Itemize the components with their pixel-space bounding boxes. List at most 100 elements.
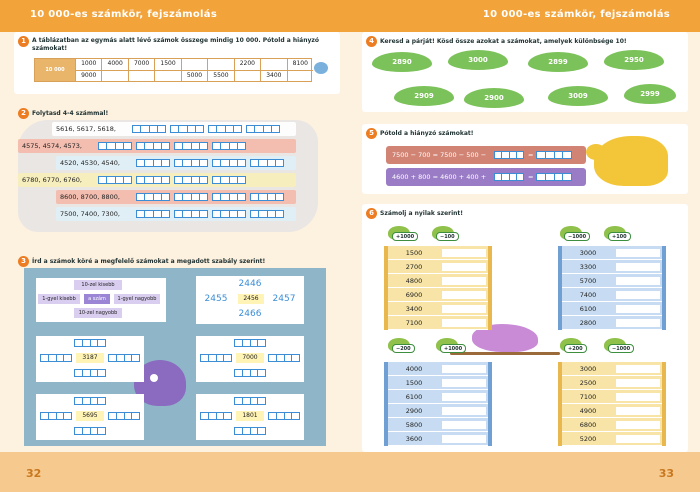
- card-top-answer[interactable]: [74, 339, 106, 347]
- sequence-answer-box[interactable]: [212, 176, 246, 184]
- calculation-value: 3300: [579, 263, 597, 271]
- calculation-row: 2900: [388, 404, 488, 418]
- calculation-value: 2500: [579, 379, 597, 387]
- calculation-answer[interactable]: [442, 291, 486, 299]
- card-left-answer[interactable]: [200, 412, 232, 420]
- sequence-answer-box[interactable]: [98, 176, 132, 184]
- sum-table-bottom-cell: 9000: [75, 71, 101, 82]
- sequence-answer-box[interactable]: [132, 125, 166, 133]
- sequence-answer-box[interactable]: [174, 142, 208, 150]
- equation-1-answer-a[interactable]: [494, 151, 524, 159]
- example-left: 2455: [204, 294, 228, 304]
- card-left-answer[interactable]: [40, 412, 72, 420]
- calculation-answer[interactable]: [616, 291, 660, 299]
- sequence-answer-box[interactable]: [208, 125, 242, 133]
- calculation-answer[interactable]: [442, 393, 486, 401]
- sequence-answer-box[interactable]: [98, 142, 132, 150]
- sum-table-top-cell[interactable]: [260, 59, 286, 70]
- sum-table-top-cell[interactable]: [180, 59, 207, 70]
- calculation-row: 1500: [388, 246, 488, 260]
- equation-1-answer-b[interactable]: [536, 151, 572, 159]
- sequence-answer-box[interactable]: [174, 176, 208, 184]
- calculation-row: 2700: [388, 260, 488, 274]
- equation-2-answer-b[interactable]: [536, 173, 572, 181]
- number-leaf[interactable]: 2909: [394, 86, 454, 106]
- sequence-answer-box[interactable]: [174, 159, 208, 167]
- calculation-answer[interactable]: [442, 435, 486, 443]
- card-bottom-answer[interactable]: [234, 369, 266, 377]
- card-right-answer[interactable]: [268, 354, 300, 362]
- calculation-answer[interactable]: [616, 435, 660, 443]
- exercise-2-badge: 2: [18, 108, 29, 119]
- calculation-answer[interactable]: [442, 421, 486, 429]
- calculation-answer[interactable]: [442, 365, 486, 373]
- card-bottom-answer[interactable]: [74, 427, 106, 435]
- calculation-answer[interactable]: [616, 393, 660, 401]
- sequence-answer-box[interactable]: [246, 125, 280, 133]
- equation-2-answer-a[interactable]: [494, 173, 524, 181]
- sum-table-bottom-cell[interactable]: [286, 71, 313, 82]
- right-header-title: 10 000-es számkör, fejszámolás: [482, 9, 670, 20]
- calculation-answer[interactable]: [442, 249, 486, 257]
- example-right: 2457: [272, 294, 296, 304]
- card-right-answer[interactable]: [108, 354, 140, 362]
- sequence-answer-box[interactable]: [212, 210, 246, 218]
- sequence-answer-box[interactable]: [174, 210, 208, 218]
- calculation-answer[interactable]: [442, 263, 486, 271]
- sequence-start: 4520, 4530, 4540,: [60, 159, 120, 167]
- calculation-answer[interactable]: [616, 365, 660, 373]
- sequence-answer-box[interactable]: [174, 193, 208, 201]
- number-leaf[interactable]: 3009: [548, 86, 608, 106]
- card-right-answer[interactable]: [268, 412, 300, 420]
- calculation-answer[interactable]: [442, 379, 486, 387]
- calculation-answer[interactable]: [616, 263, 660, 271]
- sequence-answer-box[interactable]: [136, 142, 170, 150]
- card-bottom-answer[interactable]: [234, 427, 266, 435]
- sequence-answer-box[interactable]: [250, 159, 284, 167]
- card-bottom-answer[interactable]: [74, 369, 106, 377]
- sequence-answer-box[interactable]: [136, 159, 170, 167]
- calculation-answer[interactable]: [442, 319, 486, 327]
- number-leaf[interactable]: 3000: [448, 50, 508, 70]
- number-leaf[interactable]: 2999: [624, 84, 676, 104]
- sequence-answer-box[interactable]: [170, 125, 204, 133]
- sum-table-bottom-cell[interactable]: [154, 71, 180, 82]
- calculation-answer[interactable]: [616, 379, 660, 387]
- exercise-5-instruction: Pótold a hiányzó számokat!: [380, 130, 474, 137]
- calculation-answer[interactable]: [616, 305, 660, 313]
- sequence-answer-box[interactable]: [136, 176, 170, 184]
- sequence-answer-box[interactable]: [212, 159, 246, 167]
- dinosaur-head-icon: [586, 144, 606, 160]
- sequence-answer-box[interactable]: [250, 210, 284, 218]
- card-left-answer[interactable]: [40, 354, 72, 362]
- card-top-answer[interactable]: [234, 339, 266, 347]
- sum-table-bottom-cell[interactable]: [233, 71, 260, 82]
- calculation-answer[interactable]: [442, 407, 486, 415]
- number-leaf[interactable]: 2890: [372, 52, 432, 72]
- sequence-answer-box[interactable]: [212, 193, 246, 201]
- sequence-answer-box[interactable]: [212, 142, 246, 150]
- number-leaf[interactable]: 2900: [464, 88, 524, 108]
- sequence-answer-box[interactable]: [136, 193, 170, 201]
- calculation-value: 7400: [579, 291, 597, 299]
- sum-table-bottom-cell[interactable]: [101, 71, 127, 82]
- calculation-answer[interactable]: [616, 421, 660, 429]
- calculation-answer[interactable]: [442, 277, 486, 285]
- sum-table-bottom-cell[interactable]: [127, 71, 154, 82]
- number-leaf[interactable]: 2950: [604, 50, 664, 70]
- card-top-answer[interactable]: [234, 397, 266, 405]
- calculation-answer[interactable]: [616, 319, 660, 327]
- exercise-4-instruction: Keresd a párját! Kösd össze azokat a szá…: [380, 38, 627, 45]
- number-leaf[interactable]: 2899: [528, 52, 588, 72]
- card-top-answer[interactable]: [74, 397, 106, 405]
- calculation-answer[interactable]: [442, 305, 486, 313]
- sequence-answer-box[interactable]: [136, 210, 170, 218]
- calculation-answer[interactable]: [616, 249, 660, 257]
- sequence-start: 6780, 6770, 6760,: [22, 176, 82, 184]
- card-right-answer[interactable]: [108, 412, 140, 420]
- sum-table-top-cell[interactable]: [207, 59, 233, 70]
- card-left-answer[interactable]: [200, 354, 232, 362]
- calculation-answer[interactable]: [616, 277, 660, 285]
- calculation-answer[interactable]: [616, 407, 660, 415]
- sequence-answer-box[interactable]: [250, 193, 284, 201]
